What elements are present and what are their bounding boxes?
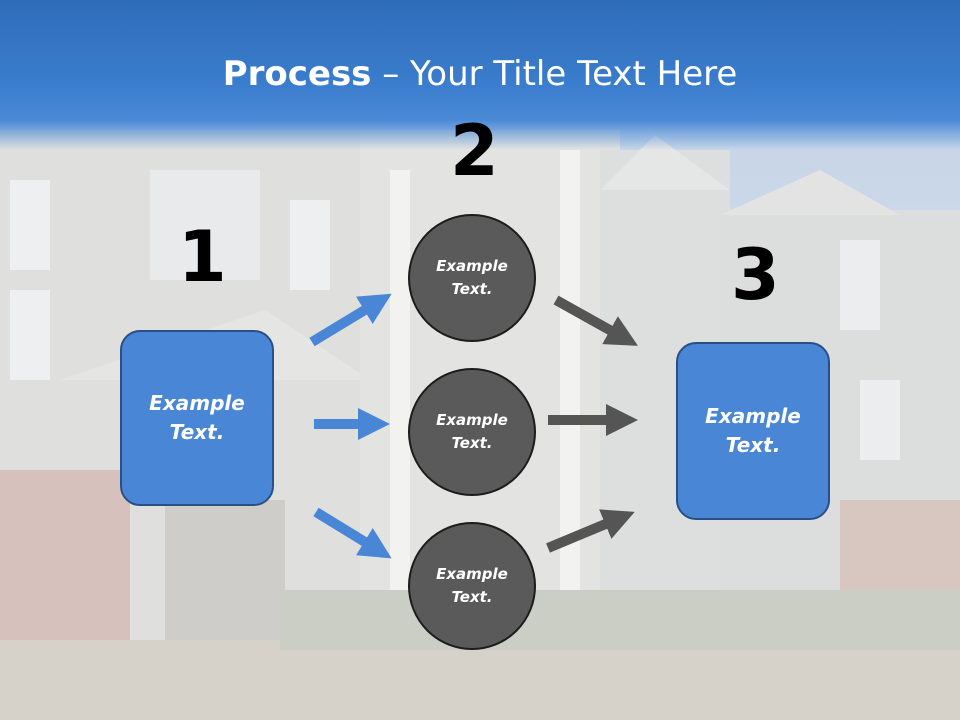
step-2-circle-top: Example Text. — [408, 214, 536, 342]
step-3-number: 3 — [731, 234, 780, 316]
header-band — [0, 0, 960, 150]
step-1-text: Example Text. — [149, 391, 245, 444]
arrow-grey-down — [553, 295, 638, 346]
step-2-number: 2 — [450, 110, 499, 192]
step-3-text: Example Text. — [705, 404, 801, 457]
step-2-circle-top-text: Example Text. — [436, 257, 508, 298]
title-bold: Process — [222, 54, 372, 94]
arrow-grey-up — [546, 509, 635, 553]
step-2-circle-middle: Example Text. — [408, 368, 536, 496]
step-2-circle-middle-text: Example Text. — [436, 411, 508, 452]
step-2-circle-bottom: Example Text. — [408, 522, 536, 650]
title-rest: – Your Title Text Here — [371, 54, 738, 94]
step-1-box: Example Text. — [120, 330, 274, 506]
slide-title: Process – Your Title Text Here — [0, 52, 960, 96]
arrow-blue-down — [313, 507, 392, 559]
arrow-blue-up — [309, 293, 392, 347]
step-3-box: Example Text. — [676, 342, 830, 520]
step-2-circle-bottom-text: Example Text. — [436, 565, 508, 606]
step-1-number: 1 — [178, 216, 227, 298]
